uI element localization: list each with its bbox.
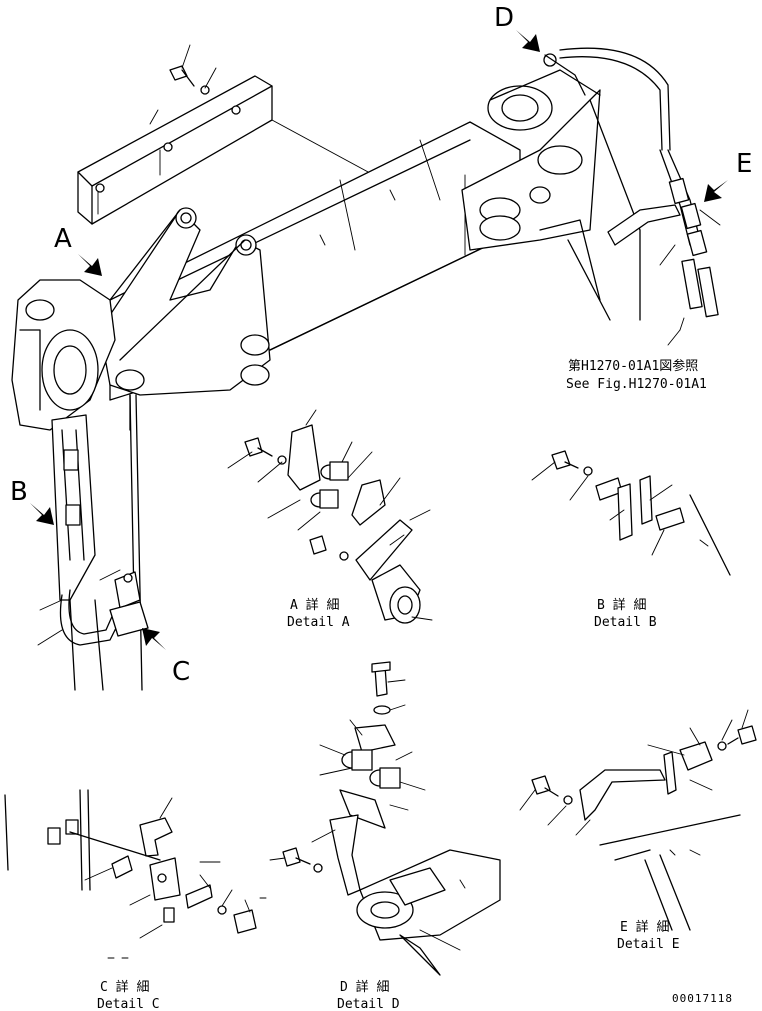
- view-arrow-C: [142, 628, 166, 650]
- detail-d-drawing: [269, 661, 501, 976]
- view-arrow-D: [516, 30, 540, 52]
- view-arrow-E: [704, 180, 728, 202]
- detail-e-drawing: [519, 709, 757, 931]
- drawing-number: 00017118: [672, 992, 733, 1005]
- detail-c-caption-en: Detail C: [97, 997, 160, 1011]
- view-label-e: E: [736, 149, 752, 179]
- reference-note-en: See Fig.H1270-01A1: [566, 377, 707, 392]
- detail-d-caption-jp: D 詳 細: [340, 979, 389, 995]
- detail-e-caption: E 詳 細 Detail E: [617, 919, 680, 952]
- reference-note-jp: 第H1270-01A1図参照: [568, 358, 698, 374]
- detail-b-caption: B 詳 細 Detail B: [594, 597, 657, 630]
- detail-a-caption: A 詳 細 Detail A: [287, 597, 350, 630]
- view-label-a: A: [54, 224, 72, 254]
- hose-bundle-right: [559, 47, 721, 346]
- detail-c-drawing: [4, 789, 267, 959]
- detail-b-drawing: [531, 450, 731, 576]
- view-label-d: D: [494, 3, 514, 33]
- view-label-c: C: [172, 657, 190, 687]
- view-label-b: B: [10, 477, 28, 507]
- detail-e-caption-jp: E 詳 細: [620, 919, 669, 935]
- detail-e-caption-en: Detail E: [617, 937, 680, 952]
- detail-c-caption-jp: C 詳 細: [100, 979, 149, 995]
- detail-b-caption-en: Detail B: [594, 615, 657, 630]
- detail-d-caption-en: Detail D: [337, 997, 400, 1011]
- view-arrow-A: [78, 254, 102, 276]
- detail-c-caption: C 詳 細 Detail C: [97, 979, 160, 1011]
- main-boom-assembly: [11, 44, 641, 691]
- detail-a-drawing: [227, 409, 433, 624]
- detail-a-caption-jp: A 詳 細: [290, 597, 339, 613]
- detail-a-caption-en: Detail A: [287, 615, 350, 630]
- view-arrow-B: [30, 503, 54, 525]
- detail-b-caption-jp: B 詳 細: [597, 597, 646, 613]
- detail-d-caption: D 詳 細 Detail D: [337, 979, 400, 1011]
